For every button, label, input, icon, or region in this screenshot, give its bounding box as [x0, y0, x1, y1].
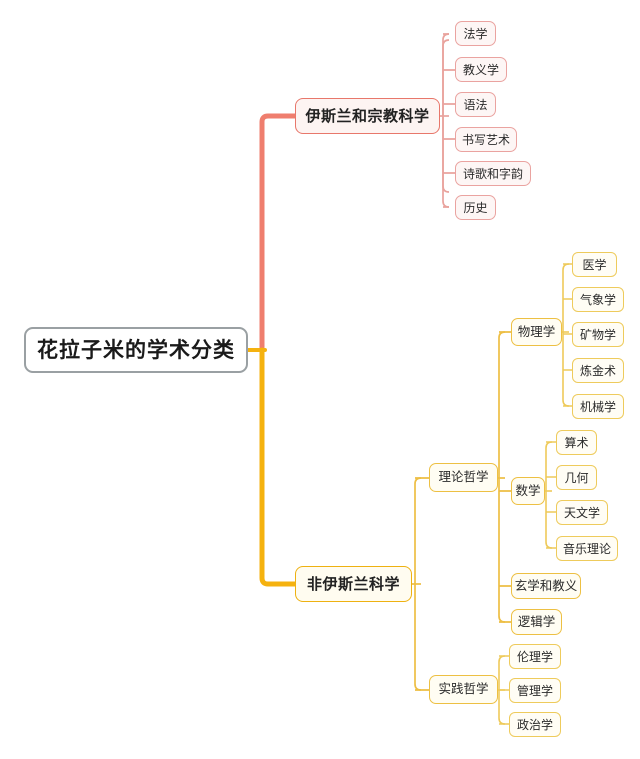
leaf-node-music-theory[interactable]: 音乐理论	[556, 536, 618, 561]
leaf-node-politics[interactable]: 政治学	[509, 712, 561, 737]
branch-node-islamic[interactable]: 伊斯兰和宗教科学	[295, 98, 440, 134]
node-mathematics[interactable]: 数学	[511, 477, 545, 505]
node-practical-philosophy[interactable]: 实践哲学	[429, 675, 498, 704]
node-logic[interactable]: 逻辑学	[511, 609, 562, 635]
leaf-node-ethics[interactable]: 伦理学	[509, 644, 561, 669]
node-metaphysics-doctrine[interactable]: 玄学和教义	[511, 573, 581, 599]
root-node[interactable]: 花拉子米的学术分类	[24, 327, 248, 373]
leaf-node-history[interactable]: 历史	[455, 195, 496, 220]
leaf-node-management[interactable]: 管理学	[509, 678, 561, 703]
node-theoretical-philosophy[interactable]: 理论哲学	[429, 463, 498, 492]
leaf-node-mechanics[interactable]: 机械学	[572, 394, 624, 419]
leaf-node-astronomy[interactable]: 天文学	[556, 500, 608, 525]
leaf-node-arithmetic[interactable]: 算术	[556, 430, 597, 455]
leaf-node-alchemy[interactable]: 炼金术	[572, 358, 624, 383]
node-physics[interactable]: 物理学	[511, 318, 562, 346]
leaf-node-meteorology[interactable]: 气象学	[572, 287, 624, 312]
leaf-node-poetry-prosody[interactable]: 诗歌和字韵	[455, 161, 531, 186]
leaf-node-medicine[interactable]: 医学	[572, 252, 617, 277]
leaf-node-law[interactable]: 法学	[455, 21, 496, 46]
leaf-node-calligraphy[interactable]: 书写艺术	[455, 127, 517, 152]
leaf-node-theology[interactable]: 教义学	[455, 57, 507, 82]
leaf-node-mineralogy[interactable]: 矿物学	[572, 322, 624, 347]
leaf-node-grammar[interactable]: 语法	[455, 92, 496, 117]
leaf-node-geometry[interactable]: 几何	[556, 465, 597, 490]
branch-node-non-islamic[interactable]: 非伊斯兰科学	[295, 566, 412, 602]
